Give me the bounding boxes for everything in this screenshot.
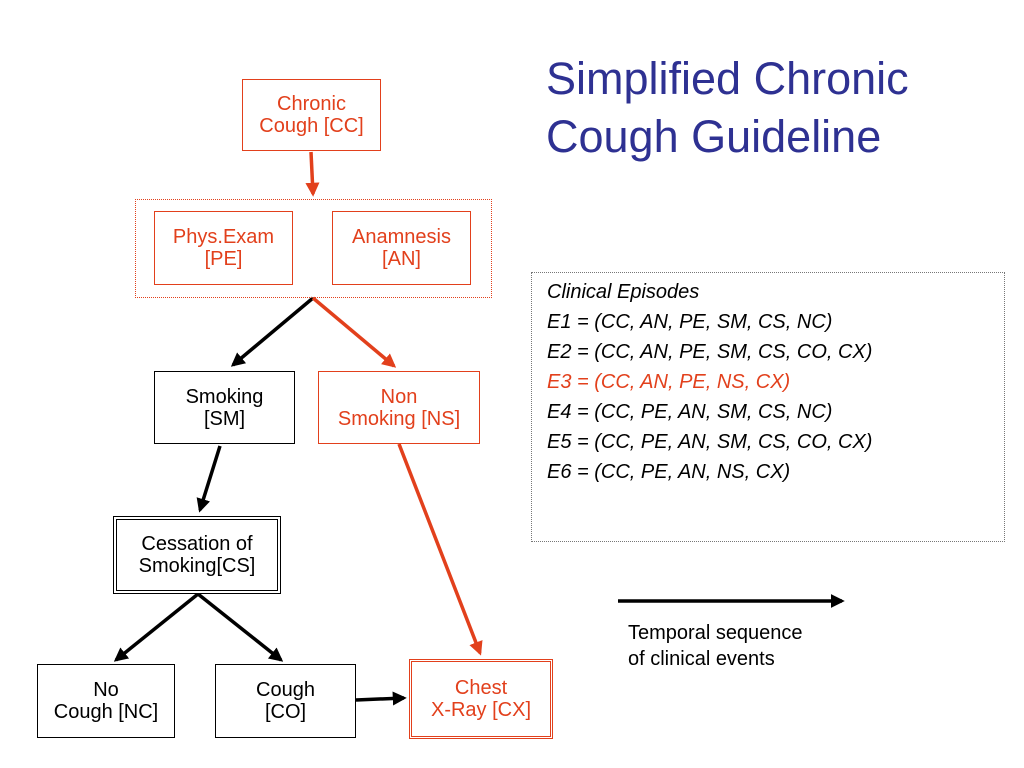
node-non-smoking-line-2: Smoking [NS] — [337, 407, 461, 430]
node-non-smoking-line-1: Non — [380, 385, 418, 408]
node-phys-exam-line-1: Phys.Exam — [172, 226, 275, 248]
node-no-cough-line-1: No — [93, 679, 119, 701]
episodes-heading: Clinical Episodes — [547, 281, 700, 303]
arrow-group-to-nonsmoking — [311, 296, 397, 368]
node-phys-exam-line-2: [PE] — [204, 248, 243, 270]
node-chronic-cough-line-1: Chronic — [277, 93, 346, 115]
node-chronic-cough-line-2: Cough [CC] — [259, 115, 364, 137]
title-line-1: Simplified Chronic — [546, 53, 909, 104]
legend-line-1: Temporal sequence — [628, 622, 803, 644]
episode-e3: E3 = (CC, AN, PE, NS, CX) — [547, 371, 791, 393]
node-anamnesis-line-2: [AN] — [382, 248, 421, 270]
episode-e2: E2 = (CC, AN, PE, SM, CS, CO, CX) — [547, 341, 873, 363]
clinical-episodes-box: Clinical Episodes E1 = (CC, AN, PE, SM, … — [531, 272, 1005, 542]
episode-e6: E6 = (CC, PE, AN, NS, CX) — [547, 461, 791, 483]
node-chest-xray: Chest X-Ray [CX] — [409, 659, 553, 739]
arrow-cc-to-group — [305, 151, 320, 197]
node-smoking: Smoking [SM] — [154, 371, 295, 444]
node-cessation-of-smoking: Cessation of Smoking[CS] — [113, 516, 281, 594]
arrow-nonsmoking-to-xray — [397, 443, 483, 656]
arrow-cough-to-xray — [355, 691, 407, 706]
node-chest-xray-line-1: Chest — [454, 677, 508, 699]
arrow-cessation-to-nocough — [113, 592, 200, 662]
node-no-cough-line-2: Cough [NC] — [53, 701, 159, 723]
node-cough-line-1: Cough — [256, 679, 315, 701]
arrow-group-to-smoking — [230, 296, 315, 367]
node-cough: Cough [CO] — [215, 664, 356, 738]
node-non-smoking: Non Smoking [NS] — [318, 371, 480, 444]
episode-e5: E5 = (CC, PE, AN, SM, CS, CO, CX) — [547, 431, 873, 453]
exam-anamnesis-group — [135, 199, 492, 298]
node-cough-line-2: [CO] — [264, 701, 307, 723]
episode-e1: E1 = (CC, AN, PE, SM, CS, NC) — [547, 311, 833, 333]
title-line-2: Cough Guideline — [546, 111, 882, 162]
node-cessation-line-1: Cessation of — [141, 533, 253, 555]
episode-e4: E4 = (CC, PE, AN, SM, CS, NC) — [547, 401, 833, 423]
node-no-cough: No Cough [NC] — [37, 664, 175, 738]
node-cessation-line-2: Smoking[CS] — [138, 555, 256, 577]
node-chronic-cough: Chronic Cough [CC] — [242, 79, 381, 151]
node-smoking-line-2: [SM] — [203, 407, 246, 430]
arrow-cessation-to-cough — [196, 592, 284, 662]
node-anamnesis: Anamnesis [AN] — [332, 211, 471, 285]
legend-line-2: of clinical events — [628, 648, 775, 670]
arrow-smoking-to-cessation — [196, 445, 222, 513]
node-chest-xray-line-2: X-Ray [CX] — [430, 699, 532, 721]
legend-caption: Temporal sequence of clinical events — [628, 620, 803, 672]
node-smoking-line-1: Smoking — [185, 385, 264, 408]
page-title: Simplified Chronic Cough Guideline — [546, 50, 1006, 166]
node-anamnesis-line-1: Anamnesis — [352, 226, 451, 248]
node-phys-exam: Phys.Exam [PE] — [154, 211, 293, 285]
